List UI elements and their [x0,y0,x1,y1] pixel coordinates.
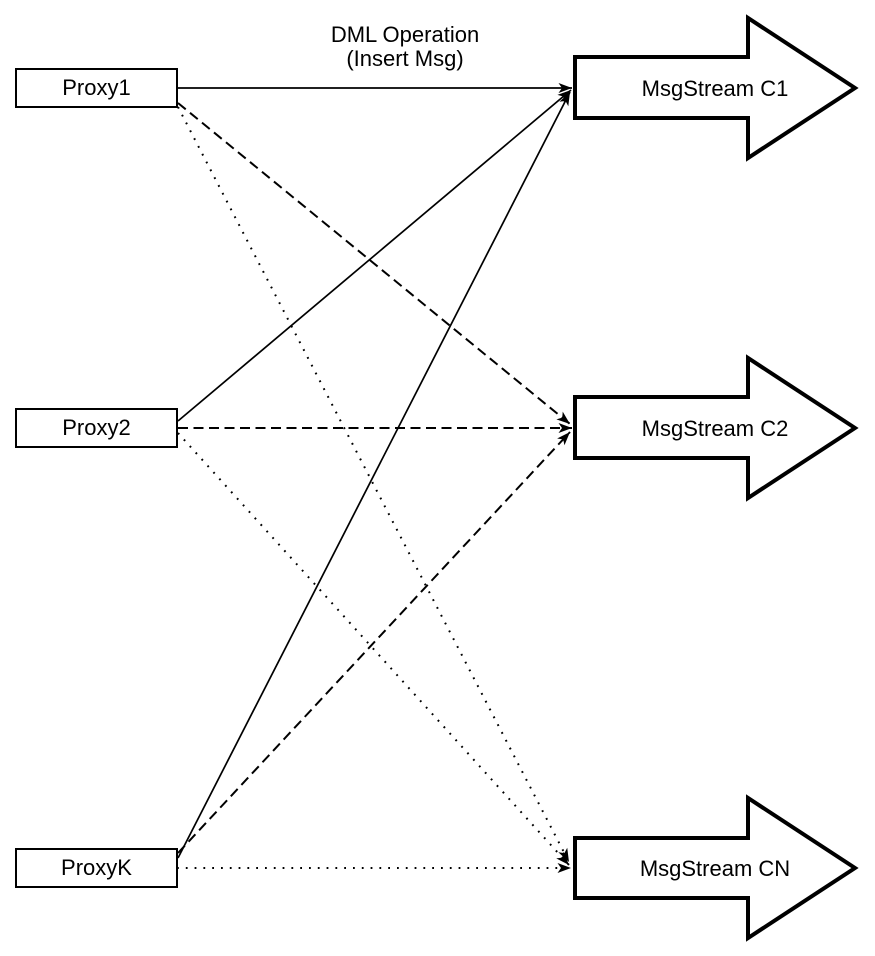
msgstream-c2-label: MsgStream C2 [641,416,789,441]
edge-proxy2-to-msgstream-c1 [177,89,572,422]
proxyk-node: ProxyK [15,848,178,888]
edge-proxy1-to-msgstream-cn [177,106,570,863]
edge-proxy2-to-msgstream-cn [177,432,570,866]
msgstream-cn-arrow-shape [573,794,859,942]
proxyk-label: ProxyK [61,855,132,880]
msgstream-c2-arrow-shape [573,354,859,502]
msgstream-c1-arrow-shape [573,14,859,162]
edge-proxy1-to-msgstream-c2 [177,102,571,425]
msgstream-cn-label: MsgStream CN [639,856,791,881]
edge-proxyk-to-msgstream-c1 [177,91,571,859]
edge-proxyk-to-msgstream-c2 [177,431,571,854]
dml-operation-label-line1: DML Operation [330,22,480,47]
dml-operation-label: DML Operation (Insert Msg) [331,23,479,71]
dml-operation-label-line2: (Insert Msg) [346,46,464,71]
msgstream-c1-label: MsgStream C1 [641,76,789,101]
proxy1-node: Proxy1 [15,68,178,108]
proxy2-node: Proxy2 [15,408,178,448]
proxy1-label: Proxy1 [62,75,131,100]
proxy2-label: Proxy2 [62,415,131,440]
